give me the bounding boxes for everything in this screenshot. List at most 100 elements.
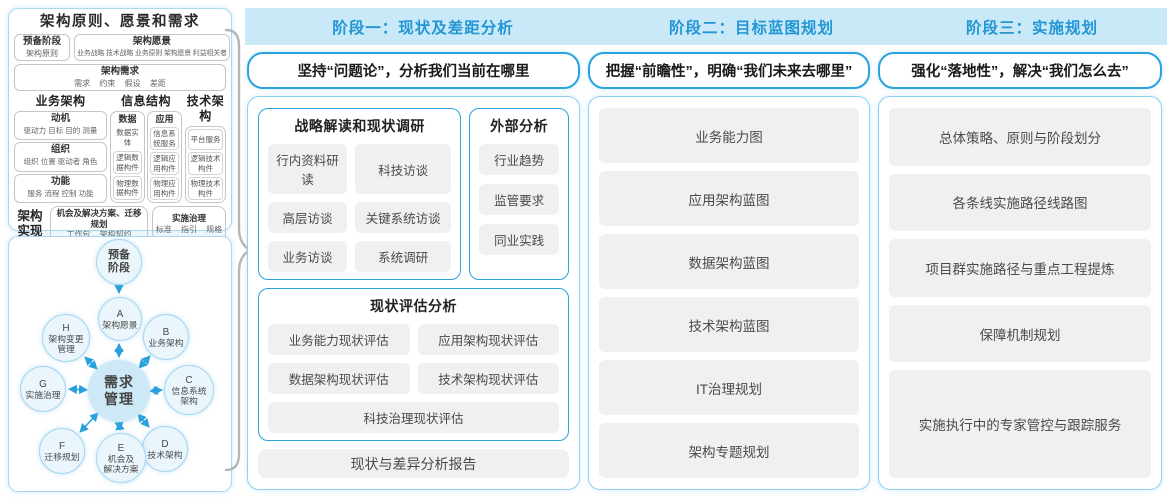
adm-node-d: D 技术架构	[142, 426, 188, 472]
blueprint-item: 数据架构蓝图	[599, 234, 859, 289]
phase1-header-band: 阶段一：现状及差距分析	[245, 8, 615, 45]
implementation-item: 实施执行中的专家管控与跟踪服务	[889, 370, 1151, 479]
blueprint-item: 技术架构蓝图	[599, 297, 859, 352]
business-architecture-column: 业务架构 动机 驱动力 目标 目的 测量 组织 组织 位置 驱动者 角色 功能 …	[14, 94, 107, 203]
motivation-box: 动机 驱动力 目标 目的 测量	[14, 111, 107, 141]
adm-node-c-name: 信息系统 架构	[171, 385, 207, 406]
motivation-title: 动机	[50, 113, 70, 124]
realization-label: 架构实现	[17, 209, 43, 238]
adm-node-h-name: 架构变更 管理	[48, 333, 84, 354]
implementation-item: 保障机制规划	[889, 304, 1151, 363]
organization-title: 组织	[50, 144, 70, 156]
technology-item: 物理技术构件	[188, 177, 223, 200]
strategy-survey-box: 战略解读和现状调研 行内资料研读 科技访谈 高层访谈 关键系统访谈 业务访谈 系…	[258, 108, 462, 280]
phase3-panel: 总体策略、原则与阶段划分 各条线实施路径线路图 项目群实施路径与重点工程提炼 保…	[878, 96, 1162, 490]
information-structure-header: 信息结构	[120, 94, 171, 108]
information-structure-column: 信息结构 数据 数据实体 逻辑数据构件 物理数据构件 应用 信息系统服务 逻辑应…	[110, 94, 182, 203]
assessment-item: 业务能力现状评估	[268, 324, 410, 355]
current-assessment-grid: 业务能力现状评估 应用架构现状评估 数据架构现状评估 技术架构现状评估 科技治理…	[268, 324, 559, 433]
assessment-item: 技术架构现状评估	[417, 363, 559, 394]
information-structure-pair: 数据 数据实体 逻辑数据构件 物理数据构件 应用 信息系统服务 逻辑应用构件 物…	[110, 111, 182, 203]
survey-item: 系统调研	[354, 241, 452, 272]
vision-items: 业务战略 技术战略 业务原则 架构愿景 利益相关者	[77, 50, 227, 57]
function-items: 服务 流程 控制 功能	[27, 188, 94, 198]
blueprint-item: 应用架构蓝图	[599, 171, 859, 226]
adm-node-d-id: D	[161, 438, 169, 450]
external-item: 同业实践	[479, 224, 559, 255]
organization-items: 组织 位置 驱动者 角色	[23, 157, 98, 167]
technology-item: 平台服务	[188, 129, 223, 150]
external-analysis-stack: 行业趋势 监管要求 同业实践	[479, 144, 559, 255]
technology-architecture-header: 技术架构	[186, 94, 225, 123]
adm-node-f-name: 迁移规划	[44, 451, 80, 462]
opportunities-title: 机会及解决方案、迁移规划	[56, 208, 142, 229]
strategy-survey-title: 战略解读和现状调研	[294, 118, 425, 134]
phase1-subtitle: 坚持“问题论”，分析我们当前在哪里	[247, 52, 580, 89]
external-analysis-box: 外部分析 行业趋势 监管要求 同业实践	[469, 108, 569, 280]
opportunities-items: 工作包 架构契约	[66, 230, 132, 239]
data-title: 数据	[118, 114, 137, 124]
organization-box: 组织 组织 位置 驱动者 角色	[14, 142, 107, 172]
data-item: 逻辑数据构件	[113, 150, 142, 175]
adm-node-g-name: 实施治理	[25, 389, 61, 400]
current-assessment-box: 现状评估分析 业务能力现状评估 应用架构现状评估 数据架构现状评估 技术架构现状…	[258, 288, 569, 441]
prep-phase-box: 预备阶段 架构原则	[14, 34, 70, 61]
adm-node-b-name: 业务架构	[148, 337, 184, 348]
framework-title: 架构原则、愿景和需求	[40, 14, 200, 30]
adm-node-b: B 业务架构	[143, 314, 189, 360]
requirements-title: 架构需求	[100, 66, 139, 77]
technology-column-box: 平台服务 逻辑技术构件 物理技术构件	[185, 126, 226, 203]
adm-node-f: F 迁移规划	[39, 428, 85, 474]
blueprint-item: 业务能力图	[599, 108, 859, 163]
function-box: 功能 服务 流程 控制 功能	[14, 173, 107, 203]
survey-item: 业务访谈	[268, 241, 347, 272]
business-architecture-header: 业务架构	[35, 94, 86, 108]
implementation-item: 项目群实施路径与重点工程提炼	[889, 239, 1151, 297]
governance-items: 标准 指引 规格	[155, 224, 223, 234]
adm-node-h-id: H	[62, 322, 70, 334]
architecture-requirements-box: 架构需求 需求 约束 假设 差距	[14, 64, 226, 91]
blueprint-item: IT治理规划	[599, 360, 859, 415]
application-item: 信息系统服务	[150, 127, 179, 150]
external-item: 监管要求	[479, 184, 559, 215]
prep-phase-item: 架构原则	[26, 49, 58, 58]
motivation-items: 驱动力 目标 目的 测量	[23, 126, 98, 135]
adm-node-e-id: E	[117, 442, 125, 454]
technology-architecture-column: 技术架构 平台服务 逻辑技术构件 物理技术构件	[185, 94, 226, 203]
architecture-vision-box: 架构愿景 业务战略 技术战略 业务原则 架构愿景 利益相关者	[74, 34, 230, 61]
requirements-items: 需求 约束 假设 差距	[74, 79, 166, 88]
phase1-panel: 战略解读和现状调研 行内资料研读 科技访谈 高层访谈 关键系统访谈 业务访谈 系…	[247, 96, 580, 490]
external-analysis-title: 外部分析	[490, 118, 549, 134]
phase1-top-row: 战略解读和现状调研 行内资料研读 科技访谈 高层访谈 关键系统访谈 业务访谈 系…	[258, 108, 569, 280]
current-assessment-title: 现状评估分析	[370, 298, 457, 314]
adm-node-a: A 架构愿景	[98, 297, 142, 341]
application-title: 应用	[155, 114, 174, 124]
adm-node-e-name: 机会及 解决方案	[103, 453, 139, 474]
framework-domains-row: 业务架构 动机 驱动力 目标 目的 测量 组织 组织 位置 驱动者 角色 功能 …	[14, 94, 226, 203]
application-column-box: 应用 信息系统服务 逻辑应用构件 物理应用构件	[147, 111, 182, 203]
adm-node-b-id: B	[162, 326, 170, 338]
strategy-survey-grid: 行内资料研读 科技访谈 高层访谈 关键系统访谈 业务访谈 系统调研	[268, 144, 452, 272]
gap-analysis-report-box: 现状与差异分析报告	[258, 449, 569, 478]
adm-node-preliminary: 预备 阶段	[96, 239, 142, 285]
adm-node-a-id: A	[116, 308, 124, 320]
technology-item: 逻辑技术构件	[188, 152, 223, 175]
governance-title: 实施治理	[171, 213, 206, 224]
adm-node-c: C 信息系统 架构	[164, 365, 214, 415]
phase3-subtitle: 强化“落地性”，解决“我们怎么去”	[878, 52, 1162, 89]
adm-node-c-id: C	[185, 374, 193, 386]
data-item: 数据实体	[116, 128, 139, 147]
survey-item: 关键系统访谈	[354, 202, 452, 233]
adm-node-h: H 架构变更 管理	[42, 314, 90, 362]
phase2-panel: 业务能力图 应用架构蓝图 数据架构蓝图 技术架构蓝图 IT治理规划 架构专题规划	[588, 96, 870, 490]
function-title: 功能	[50, 175, 70, 187]
adm-node-d-name: 技术架构	[147, 449, 183, 460]
adm-cycle-panel: 预备 阶段 需求 管理 A 架构愿景 B 业务架构 C 信息系统 架构 D 技术…	[8, 236, 232, 492]
phase2-header-band: 阶段二：目标蓝图规划	[595, 8, 900, 45]
phase2-subtitle: 把握“前瞻性”，明确“我们未来去哪里”	[588, 52, 870, 89]
implementation-item: 总体策略、原则与阶段划分	[889, 108, 1151, 166]
adm-arrows	[68, 285, 163, 433]
assessment-item: 应用架构现状评估	[417, 324, 559, 355]
data-column-box: 数据 数据实体 逻辑数据构件 物理数据构件	[110, 111, 145, 203]
